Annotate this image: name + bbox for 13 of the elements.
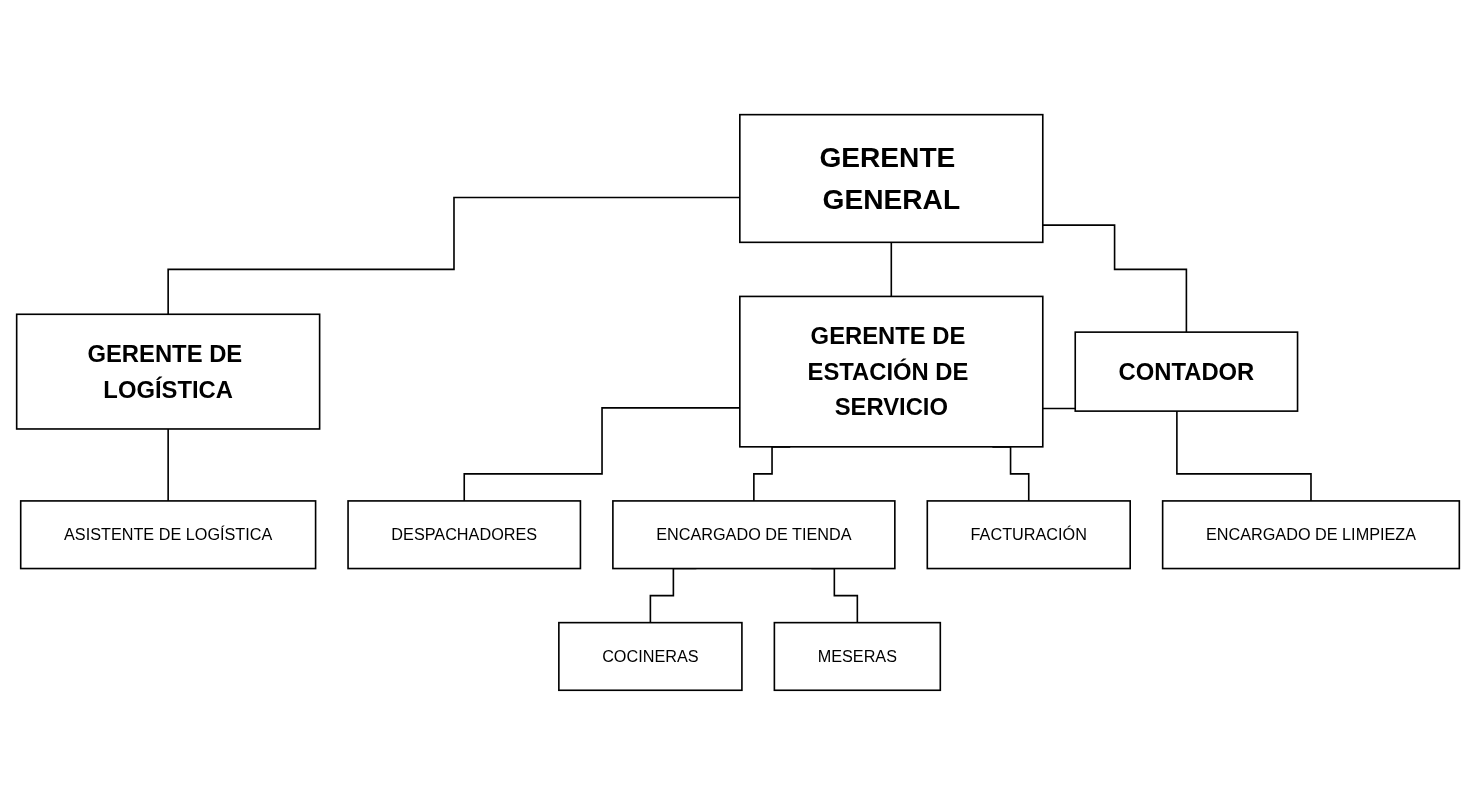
node-box: DESPACHADORES (347, 499, 582, 569)
node-box: COCINERAS (558, 621, 743, 691)
node-box: ENCARGADO DE LIMPIEZA (1161, 499, 1461, 569)
node-box: ENCARGADO DE TIENDA (612, 499, 896, 569)
connector (890, 241, 893, 297)
node-box: ASISTENTE DE LOGÍSTICA (19, 499, 317, 569)
node-box: FACTURACIÓN (926, 499, 1131, 569)
node-box: GERENTE DE LOGÍSTICA (15, 313, 321, 430)
node-box: GERENTE DE ESTACIÓN DE SERVICIO (739, 295, 1044, 448)
connector (167, 427, 169, 502)
node-box: MESERAS (773, 621, 942, 691)
node-box: CONTADOR (1074, 330, 1299, 412)
node-box: GERENTE GENERAL (739, 113, 1044, 243)
